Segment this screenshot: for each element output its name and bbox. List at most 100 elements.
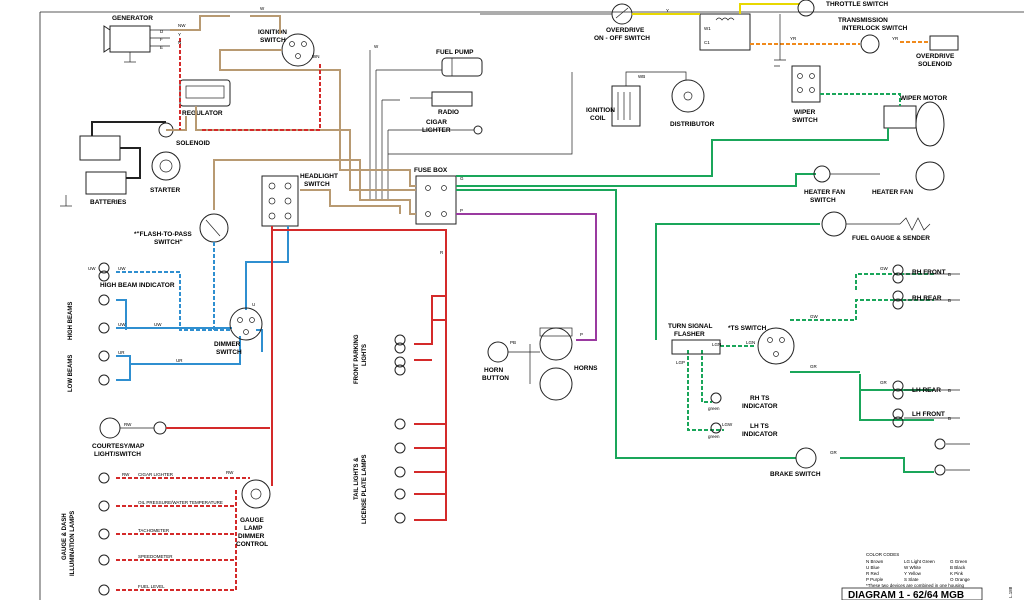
svg-text:*These two devices are combine: *These two devices are combined in one h… [866,583,965,588]
svg-text:N: N [178,40,181,45]
svg-text:LGW: LGW [722,422,733,427]
rh-rear-lamp: RH REAR [892,290,942,310]
svg-text:P Purple: P Purple [866,577,884,582]
svg-text:SOLENOID: SOLENOID [918,61,952,68]
svg-text:HORN: HORN [484,367,503,374]
overdrive-switch: OVERDRIVE ON - OFF SWITCH [594,3,650,42]
blue-wire-lowbeam [116,336,241,381]
svg-text:W1: W1 [704,26,711,31]
throttle-switch: THROTTLE SWITCH [797,0,888,17]
svg-text:DISTRIBUTOR: DISTRIBUTOR [670,121,715,128]
red-wire-main [271,226,447,486]
diagram-title: DIAGRAM 1 - 62/64 MGB [848,590,964,600]
generator: GENERATOR D F E [103,15,170,63]
svg-text:green: green [708,434,720,439]
courtesy-light: COURTESY/MAP LIGHT/SWITCH [92,417,167,458]
red-dash-gen [179,38,321,131]
svg-text:SPEEDOMETER: SPEEDOMETER [138,554,173,559]
svg-text:B: B [948,388,951,393]
svg-text:FUEL GAUGE & SENDER: FUEL GAUGE & SENDER [852,235,930,242]
svg-text:WN: WN [312,54,320,59]
svg-text:UW: UW [88,266,96,271]
svg-text:RADIO: RADIO [438,109,459,116]
svg-text:*"FLASH-TO-PASS: *"FLASH-TO-PASS [134,231,192,238]
svg-text:OVERDRIVE: OVERDRIVE [916,53,955,60]
color-legend: COLOR CODES N Brown LG Light Green G Gre… [866,552,970,588]
svg-text:LGN: LGN [746,340,755,345]
svg-text:W: W [260,6,265,11]
brake-switch: BRAKE SWITCH [770,447,821,478]
svg-text:FUEL LEVEL: FUEL LEVEL [138,584,165,589]
svg-text:FUSE BOX: FUSE BOX [414,167,448,174]
high-beams-label: HIGH BEAMS [68,302,74,340]
svg-text:GAUGE: GAUGE [240,517,265,524]
svg-text:HEADLIGHT: HEADLIGHT [300,173,338,180]
high-beam-lamps [98,294,110,334]
svg-text:FLASHER: FLASHER [674,331,705,338]
yellow-wire-throttle [739,3,800,14]
ignition-switch: IGNITION SWITCH [258,29,315,67]
svg-text:LH FRONT: LH FRONT [912,411,945,418]
title-block [841,587,983,600]
green-dash-wiper [820,93,901,106]
svg-text:INDICATOR: INDICATOR [742,403,778,410]
svg-text:COLOR CODES: COLOR CODES [866,552,899,557]
brown-wire-hl-switch [300,189,401,214]
svg-text:INTERLOCK SWITCH: INTERLOCK SWITCH [842,25,908,32]
svg-text:LGP: LGP [676,360,685,365]
corner-code: L.188 [1008,586,1013,598]
svg-text:DIMMER: DIMMER [214,341,241,348]
svg-text:SWITCH: SWITCH [304,181,330,188]
svg-text:FUEL PUMP: FUEL PUMP [436,49,474,56]
svg-text:HEATER FAN: HEATER FAN [872,189,913,196]
starter: STARTER [150,151,181,194]
fuel-pump: FUEL PUMP [436,49,483,77]
svg-text:C1: C1 [704,40,710,45]
svg-text:SWITCH: SWITCH [260,37,286,44]
svg-text:SWITCH: SWITCH [792,117,818,124]
svg-text:Y Yellow: Y Yellow [904,571,922,576]
regulator-label: REGULATOR [182,110,223,117]
svg-text:SOLENOID: SOLENOID [176,140,210,147]
red-wire-parking [414,270,447,361]
generator-label: GENERATOR [112,15,153,22]
svg-text:CONTROL: CONTROL [236,541,268,548]
blue-wire-hb [116,299,232,330]
rh-front-lamp: RH FRONT [892,264,946,284]
green-wire-flasher [456,189,796,459]
ts-switch: *TS SWITCH [728,325,795,365]
blue-wire-hl [245,226,289,310]
relay: W1 C1 [699,13,751,51]
svg-text:RH TS: RH TS [750,395,770,402]
fuse-box: FUSE BOX [414,167,457,225]
low-beam-lamps [98,350,110,386]
brown-wire-solenoid [166,106,416,191]
svg-text:CIGAR: CIGAR [426,119,447,126]
solenoid: SOLENOID [158,122,210,147]
horn-button: HORN BUTTON [482,341,509,382]
distributor: DISTRIBUTOR [670,79,715,128]
transmission-interlock: TRANSMISSION INTERLOCK SWITCH [838,17,908,54]
svg-text:HORNS: HORNS [574,365,598,372]
dash-lamps: CIGAR LIGHTER OIL PRESSURE/WATER TEMPERA… [98,472,223,596]
blue-wire-dimmer [256,329,263,352]
svg-text:B: B [948,298,951,303]
svg-text:Y: Y [178,32,181,37]
svg-text:LG Light Green: LG Light Green [904,559,935,564]
svg-text:INDICATOR: INDICATOR [742,431,778,438]
front-parking-label-1: FRONT PARKING [354,334,360,384]
svg-text:G Green: G Green [950,559,968,564]
svg-text:F: F [160,37,163,42]
svg-text:SWITCH": SWITCH" [154,239,183,246]
wiper-motor: WIPER MOTOR [883,95,947,147]
svg-text:LGN: LGN [712,342,721,347]
ignition-coil: IGNITION COIL [586,85,641,127]
heater-fan: HEATER FAN [872,161,945,196]
svg-text:COIL: COIL [590,115,606,122]
radio: RADIO [431,91,473,116]
svg-text:YR: YR [892,36,899,41]
green-wire-wiper [456,128,889,177]
svg-text:COURTESY/MAP: COURTESY/MAP [92,443,145,450]
svg-text:IGNITION: IGNITION [258,29,287,36]
svg-text:B: B [948,272,951,277]
